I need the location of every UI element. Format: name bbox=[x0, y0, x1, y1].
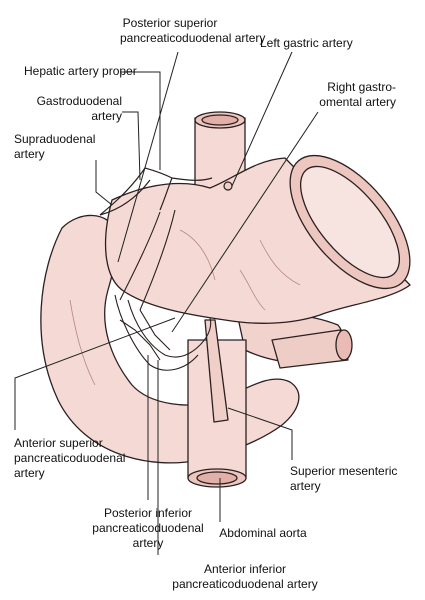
leader-hepatic-proper bbox=[120, 71, 161, 170]
label-anterior-inferior-line1: Anterior inferior bbox=[203, 562, 287, 576]
label-anterior-superior: Anterior superior pancreaticoduodenal ar… bbox=[14, 436, 125, 481]
label-anterior-inferior: Anterior inferior pancreaticoduodenal ar… bbox=[150, 562, 340, 592]
label-gastroduodenal: Gastroduodenal artery bbox=[26, 94, 122, 124]
label-anterior-superior-line2: pancreaticoduodenal bbox=[14, 451, 126, 465]
label-left-gastric-line1: Left gastric artery bbox=[260, 36, 353, 50]
label-right-gastroomental-line1: Right gastro- bbox=[327, 80, 396, 94]
leader-anterior-superior bbox=[14, 317, 176, 430]
label-supraduodenal-line2: artery bbox=[14, 147, 45, 161]
label-posterior-superior: Posterior superior pancreaticoduodenal a… bbox=[120, 16, 266, 46]
leader-gastroduodenal bbox=[122, 111, 141, 181]
stomach bbox=[104, 157, 411, 324]
leader-right-gastroomental bbox=[171, 111, 319, 333]
label-abdominal-aorta-line1: Abdominal aorta bbox=[219, 526, 307, 540]
label-hepatic-proper: Hepatic artery proper bbox=[24, 64, 137, 79]
label-abdominal-aorta: Abdominal aorta bbox=[208, 526, 318, 541]
label-posterior-inferior-line1: Posterior inferior bbox=[103, 506, 193, 520]
label-posterior-inferior: Posterior inferior pancreaticoduodenal a… bbox=[88, 506, 208, 551]
label-posterior-inferior-line2: pancreaticoduodenal bbox=[92, 521, 204, 535]
superior-mesenteric-vessel bbox=[204, 319, 229, 423]
label-anterior-superior-line3: artery bbox=[14, 466, 45, 480]
label-superior-mesenteric-line2: artery bbox=[290, 479, 321, 493]
label-right-gastroomental: Right gastro- omental artery bbox=[296, 80, 396, 110]
leader-posterior-superior bbox=[117, 51, 179, 263]
pancreas-tail-tube bbox=[271, 329, 349, 369]
label-hepatic-proper-line1: Hepatic artery proper bbox=[24, 64, 137, 78]
label-supraduodenal-line1: Supraduodenal bbox=[14, 132, 96, 146]
leader-supraduodenal bbox=[95, 160, 113, 206]
leader-superior-mesenteric bbox=[227, 407, 293, 460]
label-superior-mesenteric: Superior mesenteric artery bbox=[290, 464, 397, 494]
label-posterior-inferior-line3: artery bbox=[132, 536, 164, 550]
label-anterior-superior-line1: Anterior superior bbox=[14, 436, 103, 450]
label-anterior-inferior-line2: pancreaticoduodenal artery bbox=[172, 577, 318, 591]
leader-left-gastric bbox=[231, 51, 293, 187]
label-gastroduodenal-line1: Gastroduodenal bbox=[36, 94, 122, 108]
label-left-gastric: Left gastric artery bbox=[260, 36, 353, 51]
label-gastroduodenal-line2: artery bbox=[91, 109, 122, 123]
label-supraduodenal: Supraduodenal artery bbox=[14, 132, 95, 162]
label-right-gastroomental-line2: omental artery bbox=[319, 95, 396, 109]
label-superior-mesenteric-line1: Superior mesenteric bbox=[290, 464, 398, 478]
label-posterior-superior-line2: pancreaticoduodenal artery bbox=[120, 31, 266, 45]
label-posterior-superior-line1: Posterior superior bbox=[122, 16, 218, 30]
